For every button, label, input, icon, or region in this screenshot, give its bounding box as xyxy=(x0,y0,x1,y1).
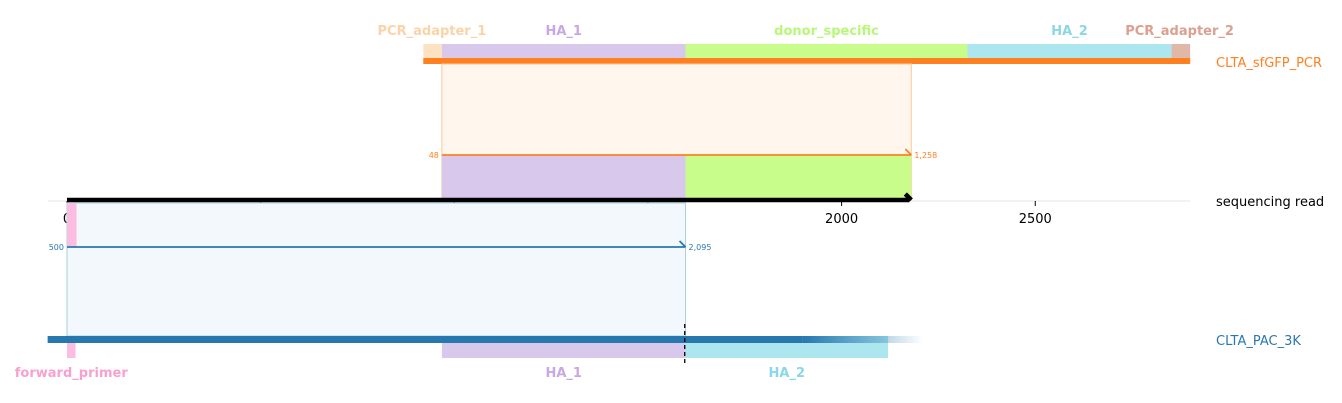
bottom-feature-label-ha_1: HA_1 xyxy=(545,366,582,381)
bottom-target: forward_primer HA_1 HA_2 CLTA_PAC_3K xyxy=(15,324,1301,381)
bottom-alignment: 500 2,095 xyxy=(49,202,712,337)
bottom-alignment-end-label: 2,095 xyxy=(689,243,712,252)
top-feature-label-pcr_adapter_1: PCR_adapter_1 xyxy=(378,24,487,39)
top-alignment: 48 1,258 xyxy=(429,63,937,201)
top-alignment-start-label: 48 xyxy=(429,151,439,160)
bottom-feature-block-forward_primer xyxy=(67,336,76,358)
top-alignment-end-label: 1,258 xyxy=(914,151,937,160)
top-alignment-arrow-icon xyxy=(904,148,912,156)
top-target: PCR_adapter_1 HA_1 donor_specific HA_2 PCR_a… xyxy=(378,24,1323,71)
bottom-alignment-arrow-icon xyxy=(678,240,687,248)
bottom-target-line xyxy=(47,336,803,343)
top-feature-block-donor_specific xyxy=(685,44,968,62)
top-feature-label-ha_1: HA_1 xyxy=(545,24,582,39)
top-feature-block-pcr_adapter_2 xyxy=(1171,44,1191,62)
axis-tick-label: 2000 xyxy=(825,212,858,227)
bottom-alignment-region xyxy=(66,202,687,337)
top-target-label: CLTA_sfGFP_PCR xyxy=(1216,56,1322,71)
axis-tick-label: 2500 xyxy=(1019,212,1052,227)
bottom-feature-label-forward_primer: forward_primer xyxy=(15,366,129,381)
sequencing-read-arrow-icon xyxy=(903,192,913,202)
bottom-alignment-start-label: 500 xyxy=(49,243,64,252)
bottom-feature-label-ha_2: HA_2 xyxy=(769,366,806,381)
top-target-line xyxy=(423,58,1191,64)
top-alignment-read-features xyxy=(441,155,912,200)
top-feature-block-ha_2 xyxy=(967,44,1172,62)
top-feature-block-ha_1 xyxy=(441,44,686,62)
top-feature-label-donor_specific: donor_specific xyxy=(774,24,879,39)
top-feature-block-pcr_adapter_1 xyxy=(423,44,442,62)
bottom-read-feature-forward_primer xyxy=(67,203,77,247)
bottom-target-label: CLTA_PAC_3K xyxy=(1216,334,1301,349)
bottom-alignment-read-features xyxy=(67,203,77,247)
top-target-feature-labels: PCR_adapter_1 HA_1 donor_specific HA_2 PCR_a… xyxy=(378,24,1234,39)
top-read-feature-ha_1 xyxy=(441,155,686,200)
sequencing-read-label: sequencing read xyxy=(1216,195,1324,210)
top-feature-label-ha_2: HA_2 xyxy=(1051,24,1088,39)
top-feature-label-pcr_adapter_2: PCR_adapter_2 xyxy=(1125,24,1234,39)
top-target-feature-blocks xyxy=(423,44,1191,62)
bottom-target-fade xyxy=(802,336,923,343)
top-read-feature-donor_specific xyxy=(685,155,912,200)
bottom-target-feature-labels: forward_primer HA_1 HA_2 xyxy=(15,366,805,381)
